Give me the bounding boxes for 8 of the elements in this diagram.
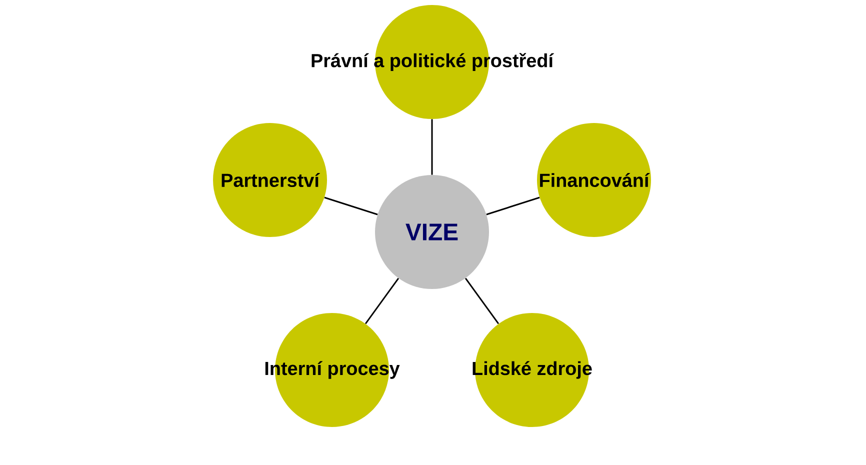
circle-node: VIZE	[375, 175, 489, 289]
connector-line	[486, 196, 540, 216]
connector-line	[431, 119, 433, 175]
connector-line	[324, 196, 378, 216]
circle-node: Partnerství	[213, 123, 327, 237]
connector-line	[364, 278, 400, 324]
connector-line	[464, 278, 500, 324]
circle-node: Financování	[537, 123, 651, 237]
